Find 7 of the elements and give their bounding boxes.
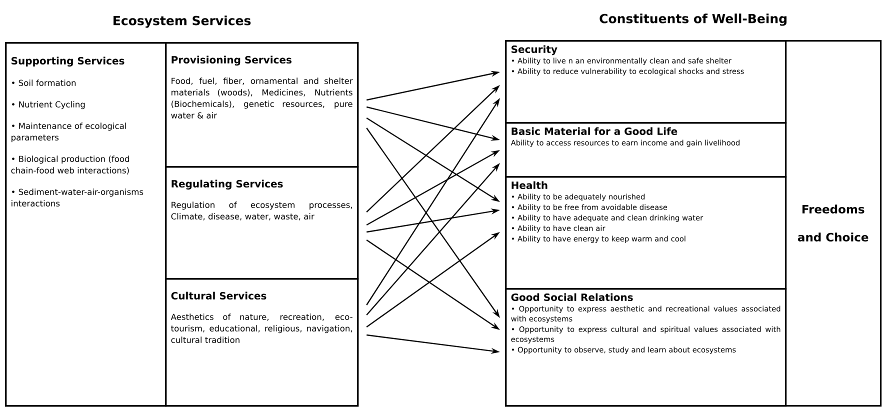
node-label: Ecosystem Services [114, 16, 251, 28]
service-box: Cultural Services Aesthetics of nature, recreation, eco-tourism, educational, religious, navigation, cultural tradition [165, 278, 359, 407]
freedoms-box: Freedoms and Choice [785, 40, 882, 406]
service-box: Provisioning Services Food, fuel, fiber, ornamental and shelter materials (woods), Medicines, Nutrients (Biochemicals), genetic resources, pure water & air [165, 42, 359, 168]
service-column: Supporting Services • Soil formation • Nutrient Cycling • Maintenance of ecological parameters • Biological production (food chain-food web interactions) • Sediment-water-air-organisms interactions [5, 42, 167, 407]
service-box: Regulating Services Regulation of ecosystem processes, Climate, disease, water, waste, air [165, 166, 359, 280]
node-label: Constituents of Well-Being [600, 14, 786, 26]
